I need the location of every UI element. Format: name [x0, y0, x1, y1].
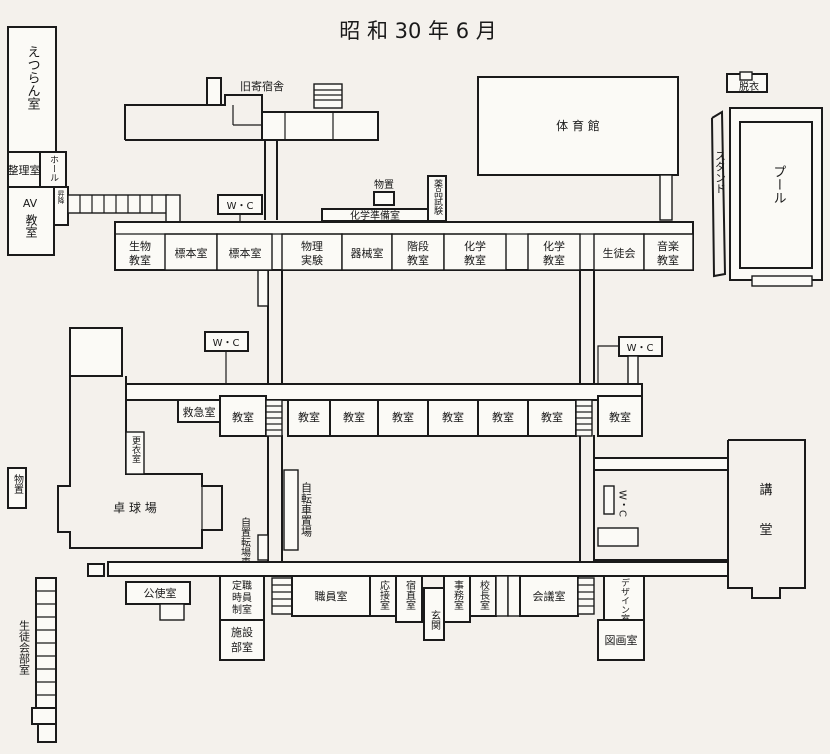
room-kyukyu: 救急室 — [183, 405, 216, 419]
room-kaigi: 会議室 — [533, 589, 566, 603]
room-av: AV — [23, 197, 38, 210]
room-hyohon-1: 標本室 — [175, 246, 208, 260]
room-shukuchoku: 宿直室 — [404, 579, 416, 610]
classroom-8: 教室 — [609, 410, 631, 424]
classroom-4: 教室 — [392, 410, 414, 424]
takkyu-block: 更衣室 卓 球 場 救急室 — [57, 327, 223, 549]
gymnasium: 体 育 館 — [477, 76, 679, 221]
classroom-7: 教室 — [541, 410, 563, 424]
room-stand: スタンド — [714, 150, 727, 194]
classroom-2: 教室 — [298, 410, 320, 424]
classroom-5: 教室 — [442, 410, 464, 424]
room-shoko: 昇降 — [57, 190, 65, 205]
plan-title: 昭 和 30 年 6 月 — [339, 19, 496, 43]
room-jitensha: 自転車置場 — [300, 482, 313, 538]
room-design: デザイン室 — [619, 577, 630, 623]
room-etsuran: えつらん室 — [25, 45, 41, 110]
wc-middle: W・C W・C — [204, 331, 663, 385]
room-shokuin: 職員室 — [315, 589, 348, 603]
room-zuga: 図画室 — [605, 633, 638, 647]
room-shisetsu: 施設 — [231, 625, 253, 639]
room-hall: ホール — [48, 155, 59, 182]
room-seibutsu-2: 教室 — [129, 253, 151, 267]
wc-mid-left: W・C — [213, 338, 240, 349]
room-koui: 更衣室 — [130, 436, 141, 463]
room-av-kyoshitsu: 教室 — [24, 213, 38, 238]
room-shisetsu-2: 部室 — [231, 640, 253, 654]
room-kagaku-b-2: 教室 — [543, 253, 565, 267]
pool-area: 脱衣 スタンド プール — [711, 71, 823, 287]
classroom-wing: 教室 教室 教室 教室 教室 教室 教室 教室 — [125, 383, 643, 437]
room-kagaku-junbi: 化学準備室 — [350, 209, 400, 222]
room-yakuhin: 薬品試験 — [432, 178, 443, 216]
room-butsuchi-top: 物置 — [374, 178, 394, 191]
room-pool: プール — [771, 165, 786, 204]
room-kyu-kishukusha: 旧寄宿舎 — [240, 79, 284, 93]
room-kodo-2: 堂 — [759, 523, 772, 538]
room-hyohon-2: 標本室 — [229, 246, 262, 260]
room-seitokai-bu: 生徒会部室 — [18, 619, 31, 675]
classroom-6: 教室 — [492, 410, 514, 424]
room-teiji-3: 制室 — [232, 603, 252, 616]
north-wing: 生物 教室 標本室 標本室 物理 実験 器械室 階段 教室 化学 教室 化学 教… — [114, 221, 694, 271]
south-wing: 公使室 定職 時員 制室 施設 部室 職員室 応接室 宿直室 玄関 事務室 校長… — [107, 561, 729, 661]
room-koshi: 公使室 — [144, 586, 177, 600]
room-butsuri-2: 実験 — [301, 253, 323, 267]
room-kagaku-a-2: 教室 — [464, 253, 486, 267]
club-rooms: 生徒会部室 — [18, 577, 57, 743]
room-kocho: 校長室 — [478, 579, 490, 610]
room-seitokai: 生徒会 — [603, 246, 636, 260]
room-teiji-2: 時員 — [232, 592, 252, 604]
wc-top: W・C — [227, 201, 254, 212]
room-seibutsu: 生物 — [129, 239, 151, 253]
room-takkyu: 卓 球 場 — [113, 501, 157, 515]
room-kaidan: 階段 — [407, 239, 429, 253]
room-kikai: 器械室 — [351, 246, 384, 260]
bicycle-sheds: 自転車置場 自置転場車 — [239, 469, 313, 568]
classroom-1: 教室 — [232, 410, 254, 424]
old-dormitory: 旧寄宿舎 — [124, 77, 379, 141]
room-kagaku-a: 化学 — [464, 239, 486, 253]
room-kagaku-b: 化学 — [543, 239, 565, 253]
room-teiji: 定職 — [232, 579, 252, 592]
science-prep-area: 物置 薬品試験 化学準備室 W・C — [217, 175, 447, 222]
room-seiri: 整理室 — [8, 163, 41, 177]
room-kodo: 講 — [759, 482, 772, 498]
room-ongaku-2: 教室 — [657, 253, 679, 267]
room-butsuchi-left: 物置 — [12, 473, 24, 494]
library-block: えつらん室 整理室 ホール 昇降 AV 教室 — [7, 26, 69, 256]
room-genkan: 玄関 — [429, 609, 441, 631]
left-storage: 物置 — [7, 467, 105, 577]
wc-mid-right: W・C — [627, 343, 654, 354]
room-datsui: 脱衣 — [739, 80, 759, 93]
room-ongaku: 音楽 — [657, 239, 679, 253]
room-butsuri: 物理 — [301, 239, 323, 253]
classroom-3: 教室 — [343, 410, 365, 424]
room-osetsu: 応接室 — [378, 579, 390, 610]
library-corridor — [67, 194, 181, 226]
room-taiikukan: 体 育 館 — [556, 118, 600, 133]
room-jimu: 事務室 — [452, 579, 464, 610]
room-kaidan-2: 教室 — [407, 253, 429, 267]
wc-right: W・C — [617, 490, 628, 517]
room-jitensha-2: 自置転場車 — [239, 516, 251, 568]
